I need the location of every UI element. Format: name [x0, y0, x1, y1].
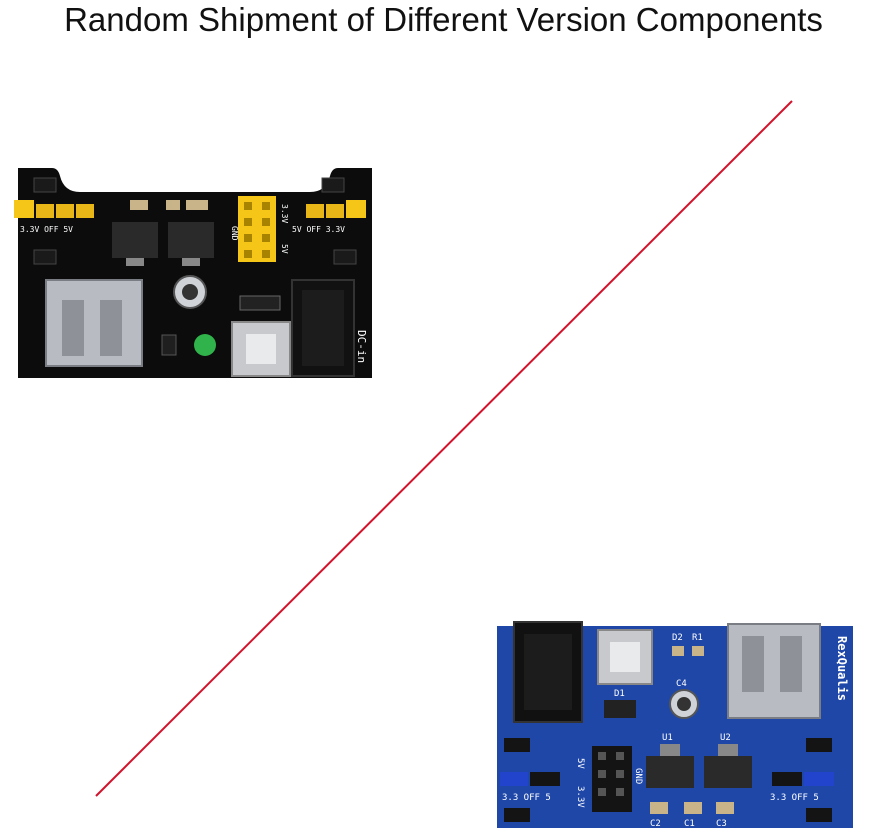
blue-33v-label: 3.3V: [575, 786, 585, 808]
blue-c2-label: C2: [650, 819, 661, 829]
page-title: Random Shipment of Different Version Com…: [64, 1, 823, 38]
blue-jumper-left-label: 3.3 OFF 5: [502, 793, 551, 803]
black-5v-label: 5V: [280, 244, 289, 254]
blue-d2-label: D2: [672, 633, 683, 643]
divider-line: [95, 100, 793, 797]
blue-c3-label: C3: [716, 819, 727, 829]
black-breadboard-power-module: [14, 168, 372, 378]
blue-r1-label: R1: [692, 633, 703, 643]
black-jumper-right-label: 5V OFF 3.3V: [292, 225, 345, 234]
blue-c4-label: C4: [676, 679, 687, 689]
blue-brand-label: RexQualis: [835, 636, 849, 701]
blue-breadboard-power-module: [497, 621, 853, 828]
black-jumper-left-label: 3.3V OFF 5V: [20, 225, 73, 234]
black-gnd-label: GND: [230, 226, 239, 241]
blue-jumper-right-label: 3.3 OFF 5: [770, 793, 819, 803]
blue-d1-label: D1: [614, 689, 625, 699]
blue-c1-label: C1: [684, 819, 695, 829]
blue-gnd-label: GND: [633, 768, 643, 784]
black-dc-label: DC-in: [355, 330, 368, 363]
black-33v-label: 3.3V: [280, 204, 289, 223]
blue-u1-label: U1: [662, 733, 673, 743]
blue-u2-label: U2: [720, 733, 731, 743]
blue-5v-label: 5V: [575, 758, 585, 769]
